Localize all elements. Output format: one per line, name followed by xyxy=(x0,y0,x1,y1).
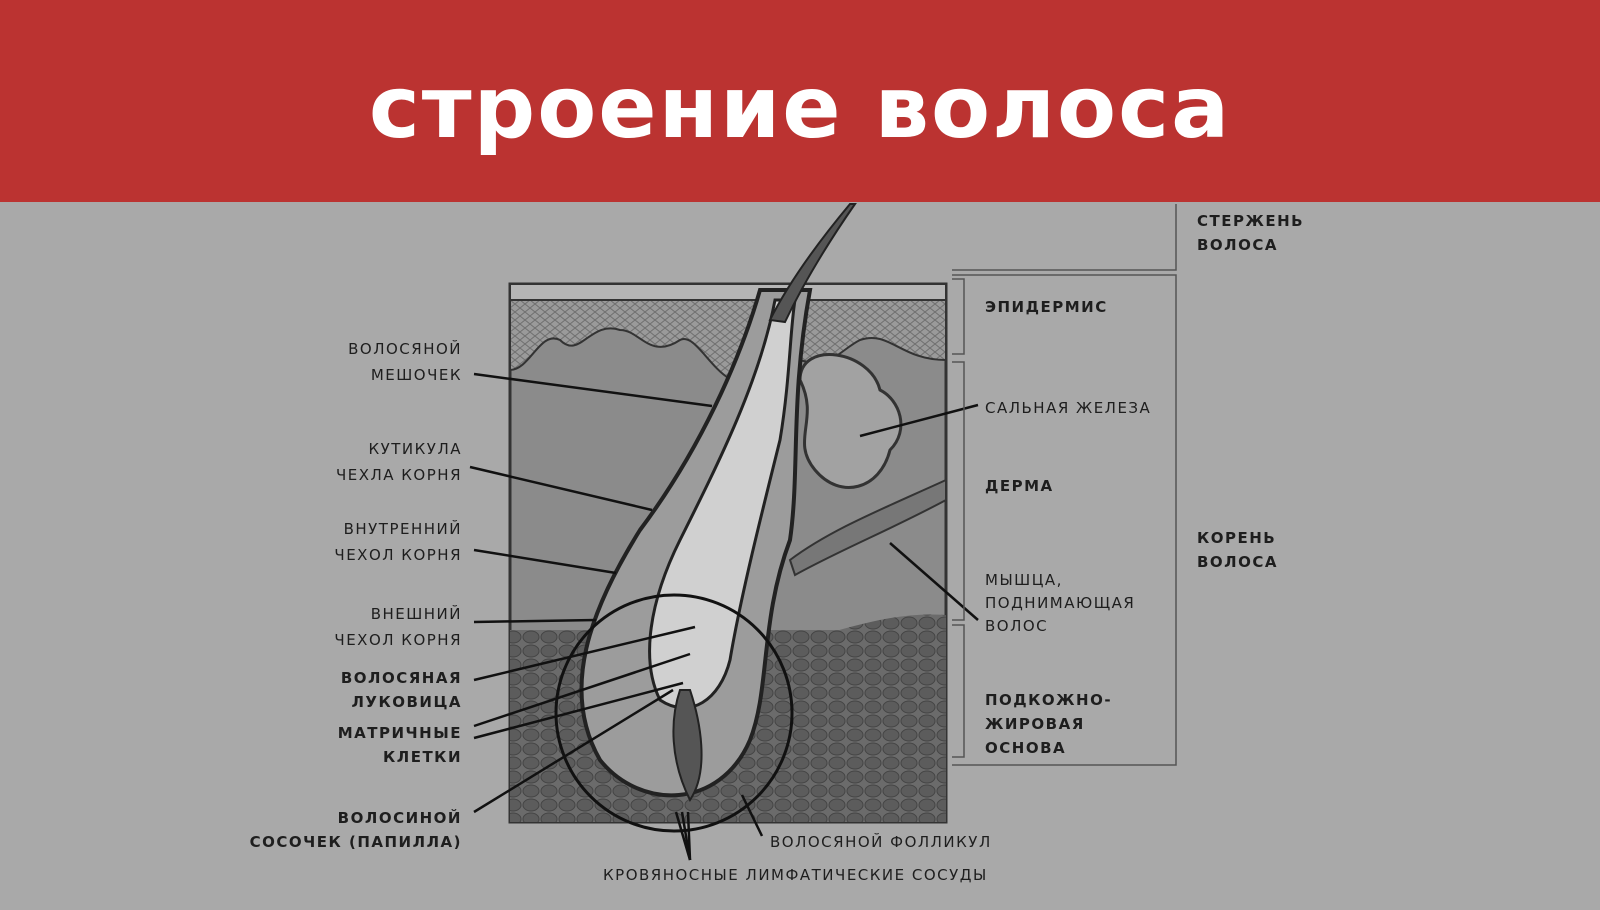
label-blood-lymph-vessels: КРОВЯНОСНЫЕ ЛИМФАТИЧЕСКИЕ СОСУДЫ xyxy=(603,866,988,884)
label-sebaceous-gland: САЛЬНАЯ ЖЕЛЕЗА xyxy=(985,399,1152,417)
brackets xyxy=(952,204,1177,766)
title-banner: строение волоса xyxy=(0,0,1600,202)
label-dermis: ДЕРМА xyxy=(985,477,1054,495)
leader-lines xyxy=(469,372,979,861)
label-hair-follicle: ВОЛОСЯНОЙ ФОЛЛИКУЛ xyxy=(770,833,992,851)
bulb-highlight-circle xyxy=(554,593,794,833)
label-epidermis: ЭПИДЕРМИС xyxy=(985,298,1108,316)
arrector-muscle xyxy=(788,478,947,577)
hair-follicle xyxy=(579,203,857,802)
sebaceous-gland xyxy=(798,353,903,489)
page-title: строение волоса xyxy=(368,58,1232,158)
